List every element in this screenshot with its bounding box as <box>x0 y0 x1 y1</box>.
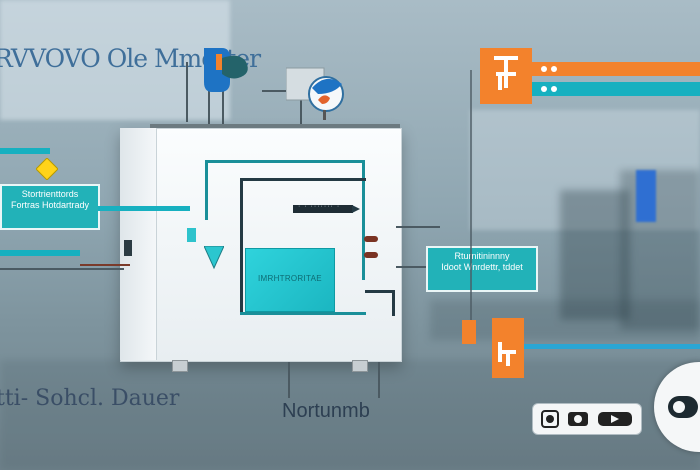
machine-teal-panel <box>245 248 335 312</box>
machine-outline <box>362 160 365 280</box>
left-info-box: Stortrienttords Fortras Hotdartrady <box>0 184 100 230</box>
background-equipment <box>560 190 630 320</box>
machine-outline <box>205 160 208 220</box>
connector-bar <box>98 206 190 211</box>
left-info-line-1: Stortrienttords <box>21 189 79 199</box>
connector-line <box>0 268 124 270</box>
orange-logo-icon <box>480 48 532 104</box>
connector-line <box>470 70 472 330</box>
bottom-tick-lines <box>288 362 290 398</box>
status-dots-icon <box>541 66 557 92</box>
connector-line <box>222 84 224 124</box>
bottom-left-caption: tti- Sohcl. Dauer <box>0 386 180 411</box>
machine-display <box>293 205 353 213</box>
record-icon[interactable] <box>541 410 559 428</box>
accent-bar <box>0 148 50 154</box>
machine-knob <box>364 236 378 242</box>
right-info-line-2: Idoot Wnrdettr, tddet <box>441 262 523 272</box>
toggle-icon[interactable] <box>666 390 700 424</box>
machine-display-text: · · ······· · <box>298 203 341 210</box>
bottom-teal-bar <box>524 344 700 349</box>
machine-outline <box>365 290 395 293</box>
video-icon[interactable] <box>597 410 633 428</box>
left-info-line-2: Fortras Hotdartrady <box>10 200 90 210</box>
header-orange-bar <box>532 62 700 76</box>
connector-line <box>396 226 440 228</box>
machine-top-pipe <box>150 124 400 128</box>
play-arrow-icon <box>352 205 360 213</box>
bottom-tick-lines <box>378 362 380 398</box>
connector-line <box>300 90 302 136</box>
connector-line <box>186 62 188 122</box>
machine-outline <box>205 160 365 163</box>
machine-panel-text: IMRHTRORITAE <box>258 274 322 283</box>
header-teal-bar <box>532 82 700 96</box>
connector-line <box>208 74 210 124</box>
orange-marker <box>462 320 476 344</box>
right-info-line-1: Rturnitininnny <box>454 251 510 261</box>
machine-foot <box>172 360 188 372</box>
machine-foot <box>352 360 368 372</box>
connector-line <box>262 90 302 92</box>
warning-diamond-icon <box>36 158 58 180</box>
bottom-center-caption: Nortunmb <box>282 400 370 422</box>
background-equipment <box>620 170 700 330</box>
blue-tool-icon <box>204 48 248 92</box>
orange-tag-icon <box>492 318 524 378</box>
blue-gear-icon <box>286 67 344 120</box>
machine-knob <box>364 252 378 258</box>
camera-icon[interactable] <box>567 410 589 428</box>
machine-cabinet <box>120 128 402 362</box>
background-window <box>470 110 700 230</box>
blue-equipment-panel <box>636 170 656 222</box>
media-controls[interactable] <box>532 403 642 435</box>
triangle-marker-icon <box>204 246 224 270</box>
small-teal-block <box>187 228 196 242</box>
machine-outline <box>240 178 243 314</box>
background-window <box>0 0 230 120</box>
machine-outline <box>240 312 366 315</box>
small-dark-block <box>124 240 132 256</box>
accent-bar <box>0 250 80 256</box>
connector-line <box>80 264 130 266</box>
right-info-box: Rturnitininnny Idoot Wnrdettr, tddet <box>426 246 538 292</box>
connector-line <box>396 266 426 268</box>
machine-outline <box>392 290 395 316</box>
machine-outline <box>240 178 366 181</box>
